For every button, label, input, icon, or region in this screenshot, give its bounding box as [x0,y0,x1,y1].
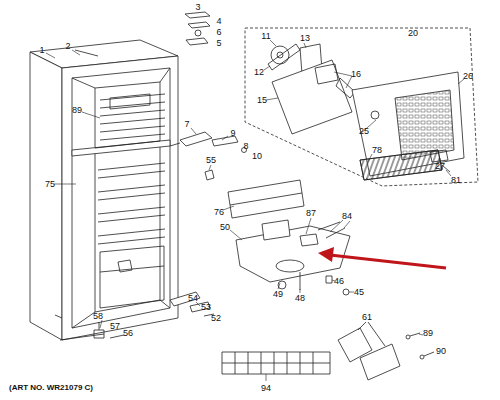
callout-number: 16 [350,70,362,79]
callout-number: 9 [229,129,236,138]
bottom-hinge [60,292,214,340]
callout-number: 2 [64,42,71,51]
trim-panel [228,180,304,218]
red-pointer-arrow [318,247,446,268]
callout-number: 75 [44,180,56,189]
callout-number: 76 [213,208,225,217]
callout-number: 1 [38,46,45,55]
callout-number: 7 [183,120,190,129]
callout-number: 5 [215,39,222,48]
callout-number: 48 [294,294,306,303]
callout-number: 13 [299,34,311,43]
callout-number: 8 [242,142,249,151]
callout-number: 4 [215,17,222,26]
callout-number: 46 [333,277,345,286]
callout-number: 25 [358,127,370,136]
callout-number: 52 [210,314,222,323]
callout-number: 50 [219,223,231,232]
callout-number: 55 [205,156,217,165]
callout-number: 11 [260,32,271,41]
callout-number: 26 [462,72,474,81]
callout-number: 54 [187,294,199,303]
callout-number: 49 [272,290,284,299]
ice-tray [222,352,330,374]
callout-number: 90 [435,347,447,356]
top-hinge [75,12,210,56]
callout-number: 89 [422,329,434,338]
leader-lines [46,40,464,381]
callout-number: 27 [434,162,446,171]
callout-number: 45 [353,288,365,297]
callout-number: 87 [305,209,317,218]
shelf-brackets [338,322,434,380]
callout-number: 78 [371,146,383,155]
callout-number: 57 [109,322,121,331]
callout-number: 10 [251,152,263,161]
callout-number: 15 [256,96,268,105]
callout-number: 61 [361,313,373,322]
center-hinge [170,132,247,180]
callout-number: 20 [407,29,419,38]
callout-number: 94 [260,384,272,393]
callout-number: 58 [92,312,104,321]
callout-number: 56 [122,329,134,338]
callout-number: 81 [450,176,462,185]
callout-number: 84 [341,212,353,221]
art-number-caption: (ART NO. WR21079 C) [8,384,94,392]
evaporator-coil [360,150,450,180]
callout-number: 3 [194,3,201,12]
callout-number: 89 [71,106,83,115]
evaporator-cover-group [245,28,478,186]
callout-number: 53 [200,303,212,312]
callout-number: 6 [215,28,222,37]
callout-number: 12 [253,68,265,77]
drain-assembly [236,220,350,295]
cabinet [30,40,178,340]
